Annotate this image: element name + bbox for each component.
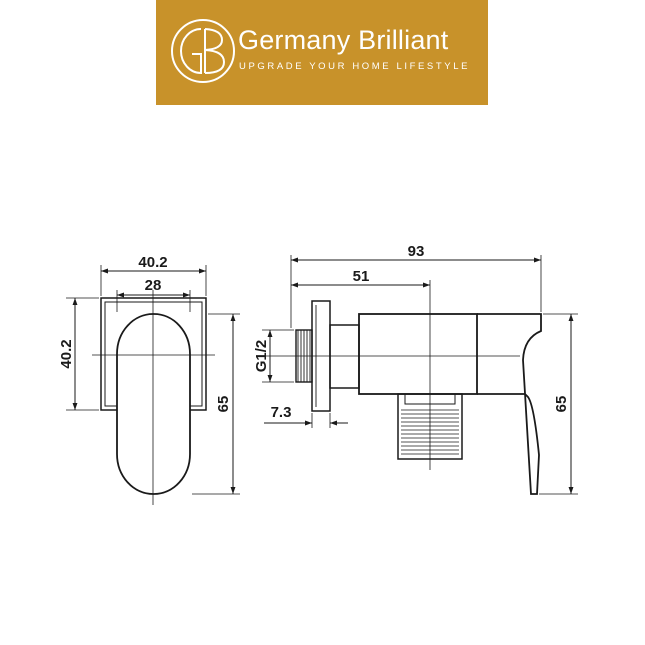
dim-front-height-plate: 40.2 <box>58 339 75 368</box>
dim-front-width-inner: 28 <box>145 277 162 294</box>
brand-tagline: UPGRADE YOUR HOME LIFESTYLE <box>239 61 471 72</box>
side-lever-handle <box>477 313 542 495</box>
side-neck <box>329 324 360 389</box>
front-view <box>66 265 240 505</box>
dim-side-height-total: 65 <box>553 396 570 413</box>
dim-side-length-total: 93 <box>408 243 425 260</box>
dim-side-plate-thickness: 7.3 <box>271 404 292 421</box>
side-main-body <box>358 313 478 395</box>
gb-monogram-icon <box>171 19 235 83</box>
front-lever-body <box>116 313 191 495</box>
brand-banner: Germany Brilliant UPGRADE YOUR HOME LIFE… <box>156 0 488 105</box>
dim-side-thread: G1/2 <box>253 340 270 373</box>
dim-front-height-total: 65 <box>215 396 232 413</box>
dim-front-width-outer: 40.2 <box>138 254 167 271</box>
dim-side-length-to-axis: 51 <box>353 268 370 285</box>
brand-name: Germany Brilliant <box>238 25 449 55</box>
side-view <box>262 255 578 495</box>
